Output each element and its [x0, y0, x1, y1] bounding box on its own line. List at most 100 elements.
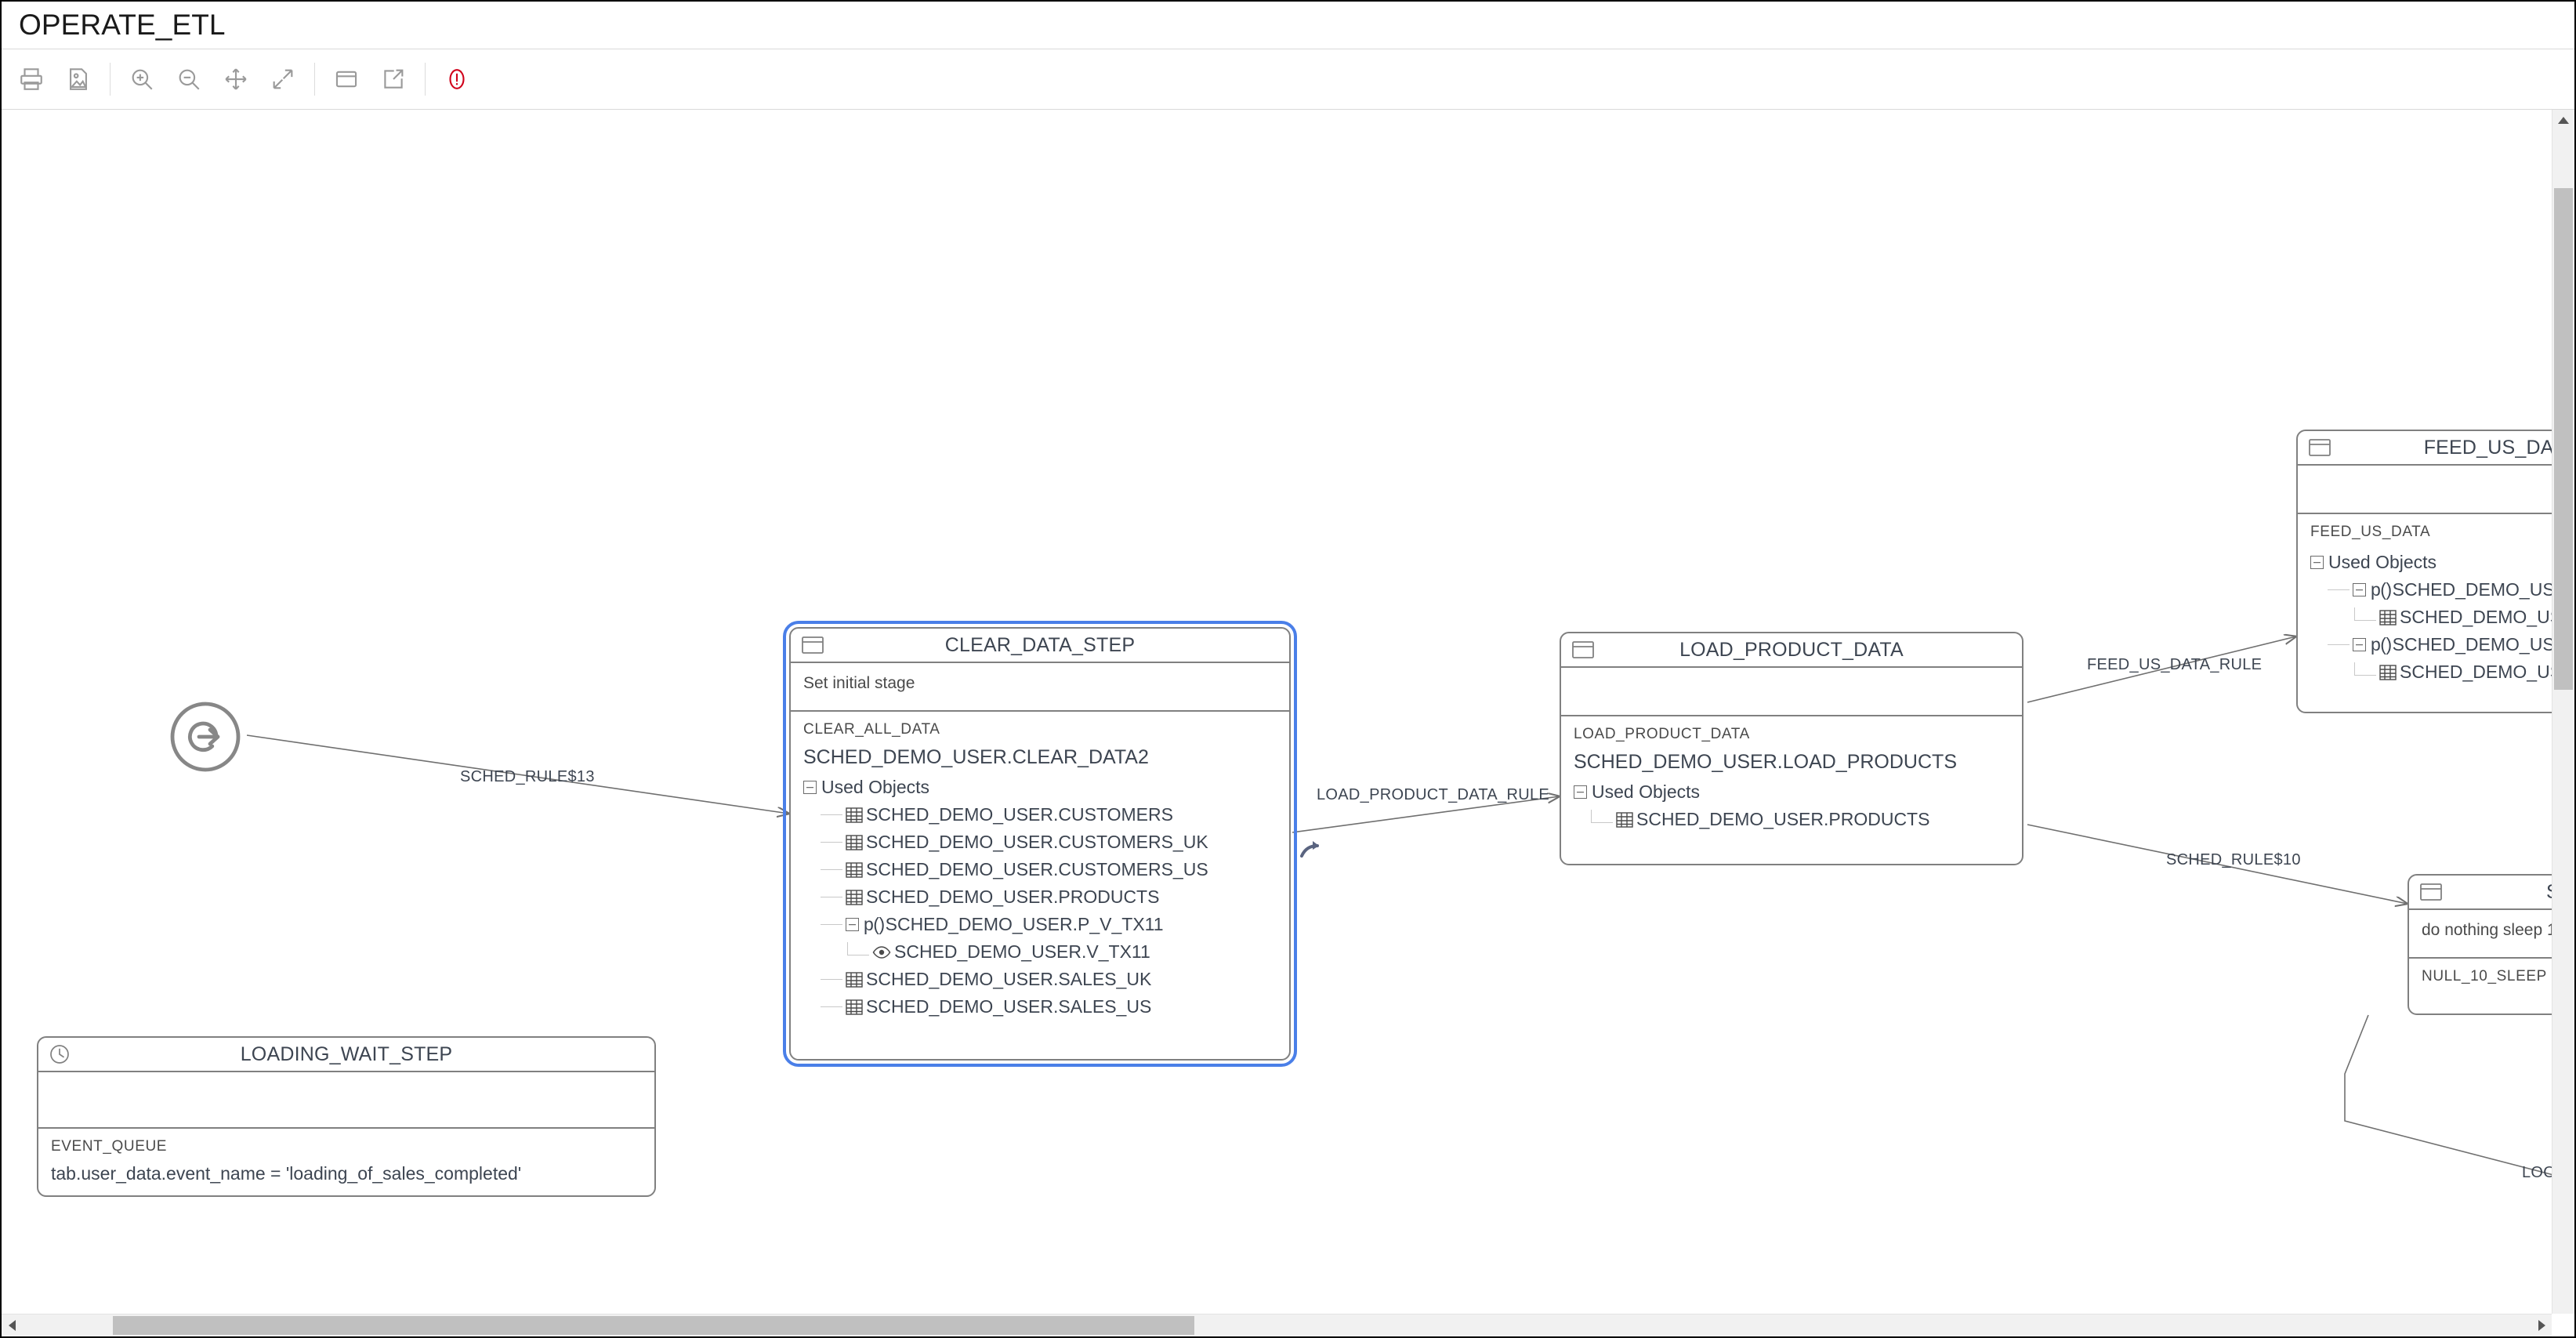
tree-connector [2328, 644, 2350, 646]
node-body: FEED_US_DATA Used Objects p() SCHED_DEMO… [2298, 514, 2552, 697]
tree-item[interactable]: SCHED_DEMO_USER.CUSTOMERS_US [2310, 604, 2552, 631]
step-window-icon [2309, 439, 2331, 456]
edge-label-sched-rule-13: SCHED_RULE$13 [460, 768, 595, 785]
used-objects-tree: Used Objects SCHED_DEM [803, 774, 1277, 1021]
error-icon[interactable] [433, 56, 480, 103]
node-clear-data-step[interactable]: CLEAR_DATA_STEP Set initial stage CLEAR_… [783, 621, 1297, 1067]
tree-item[interactable]: SCHED_DEMO_USER.PRODUCTS [1574, 806, 2009, 833]
connector-lines [246, 110, 2552, 1176]
node-title: FEED_US_DATA [2423, 436, 2552, 459]
node-title: LOAD_PRODUCT_DATA [1679, 638, 1904, 661]
table-icon [846, 807, 863, 823]
diagram-canvas[interactable]: CLEAR_DATA_STEP Set initial stage CLEAR_… [2, 110, 2552, 1314]
window-icon[interactable] [323, 56, 370, 103]
tree-item[interactable]: p() SCHED_DEMO_USER.P_V_TX11 [803, 911, 1277, 938]
node-description [38, 1072, 654, 1129]
tree-root-row[interactable]: Used Objects [2310, 549, 2552, 576]
tree-root-label: Used Objects [1592, 781, 1701, 802]
collapse-toggle-icon[interactable] [2310, 556, 2324, 569]
save-image-icon[interactable] [55, 56, 102, 103]
node-description [1561, 668, 2022, 716]
tree-item-label: SCHED_DEMO_USER.SALES_UK [866, 969, 1152, 989]
tree-connector [821, 841, 842, 843]
edge-label-feed-us-data-rule: FEED_US_DATA_RULE [2087, 656, 2263, 673]
zoom-out-icon[interactable] [165, 56, 212, 103]
tree-item-label: SCHED_DEMO_USER.CUSTOMERS_US [2400, 607, 2552, 627]
horizontal-scrollbar[interactable] [2, 1314, 2552, 1336]
tree-item[interactable]: SCHED_DEMO_USER.CUSTOMERS_US [803, 856, 1277, 883]
edge-label-loop: LOOP [2522, 1164, 2552, 1181]
collapse-toggle-icon[interactable] [2353, 638, 2366, 651]
clock-icon [49, 1044, 70, 1064]
scroll-right-arrow-icon[interactable] [2531, 1314, 2552, 1336]
tree-item[interactable]: SCHED_DEMO_USER.V_TX11 [803, 938, 1277, 966]
tree-connector [821, 978, 842, 981]
used-objects-tree: Used Objects p() SCHED_DEMO_USER.P_FEED_… [2310, 549, 2552, 686]
open-external-icon[interactable] [370, 56, 417, 103]
toolbar [2, 49, 2574, 110]
tree-item-label: SCHED_DEMO_USER.PRODUCTS [1636, 809, 1930, 829]
tree-item[interactable]: SCHED_DEMO_USER.PRODUCTS [803, 883, 1277, 911]
pan-icon[interactable] [212, 56, 259, 103]
tree-item[interactable]: p() SCHED_DEMO_USER.P_FEED_US [2310, 631, 2552, 658]
horizontal-scroll-thumb[interactable] [113, 1316, 1194, 1335]
collapse-toggle-icon[interactable] [1574, 785, 1587, 799]
start-node[interactable] [168, 699, 243, 778]
vertical-scroll-thumb[interactable] [2554, 188, 2573, 690]
node-title: CLEAR_DATA_STEP [944, 633, 1136, 656]
print-icon[interactable] [8, 56, 55, 103]
edge-label-load-product-data-rule: LOAD_PRODUCT_DATA_RULE [1317, 786, 1550, 803]
node-load-product-data[interactable]: LOAD_PRODUCT_DATA LOAD_PRODUCT_DATA SCHE… [1560, 632, 2023, 865]
tree-item[interactable]: p() SCHED_DEMO_USER.P_FEED_US [2310, 576, 2552, 604]
tree-item[interactable]: SCHED_DEMO_USER.SALES_UK [803, 966, 1277, 993]
node-body: EVENT_QUEUE tab.user_data.event_name = '… [38, 1129, 654, 1195]
node-title: STEP [2409, 881, 2552, 904]
tree-item-label: SCHED_DEMO_USER.SALES_US [2400, 662, 2552, 682]
tree-item[interactable]: SCHED_DEMO_USER.CUSTOMERS_UK [803, 829, 1277, 856]
diagram-layer: CLEAR_DATA_STEP Set initial stage CLEAR_… [2, 110, 2552, 1314]
tree-item-label: SCHED_DEMO_USER.CUSTOMERS_US [866, 859, 1208, 879]
collapse-toggle-icon[interactable] [846, 918, 859, 931]
zoom-in-icon[interactable] [118, 56, 165, 103]
node-description: Set initial stage [791, 663, 1289, 712]
scroll-up-arrow-icon[interactable] [2552, 110, 2574, 130]
tree-item[interactable]: SCHED_DEMO_USER.CUSTOMERS [803, 801, 1277, 829]
node-sleep-step[interactable]: STEP do nothing sleep 10 sec NULL_10_SLE… [2408, 874, 2552, 1015]
node-caption: EVENT_QUEUE [51, 1138, 168, 1155]
table-icon [1616, 811, 1633, 828]
tree-item-label: SCHED_DEMO_USER.CUSTOMERS_UK [866, 832, 1208, 852]
collapse-toggle-icon[interactable] [2353, 583, 2366, 596]
node-feed-us-data[interactable]: FEED_US_DATA FEED_US_DATA Used Objects [2296, 430, 2552, 713]
vertical-scrollbar[interactable] [2552, 110, 2574, 1314]
fit-screen-icon[interactable] [259, 56, 306, 103]
node-description: do nothing sleep 10 sec [2409, 910, 2552, 959]
procedure-icon: p() [2371, 634, 2392, 654]
node-caption: CLEAR_ALL_DATA [803, 721, 940, 738]
collapse-toggle-icon[interactable] [803, 781, 817, 794]
tree-root-row[interactable]: Used Objects [1574, 778, 2009, 806]
tree-connector [2354, 607, 2376, 621]
tree-connector [2354, 662, 2376, 676]
procedure-icon: p() [2371, 579, 2392, 600]
node-main-object: SCHED_DEMO_USER.LOAD_PRODUCTS [1574, 751, 1957, 773]
tree-root-label: Used Objects [821, 777, 930, 797]
procedure-icon: p() [864, 914, 885, 934]
node-title: LOADING_WAIT_STEP [240, 1042, 453, 1065]
node-body: LOAD_PRODUCT_DATA SCHED_DEMO_USER.LOAD_P… [1561, 716, 2022, 844]
page-title: OPERATE_ETL [19, 9, 226, 41]
tree-root-row[interactable]: Used Objects [803, 774, 1277, 801]
scrollbar-corner [2552, 1314, 2574, 1336]
tree-item[interactable]: SCHED_DEMO_USER.SALES_US [2310, 658, 2552, 686]
title-bar: OPERATE_ETL [2, 2, 2574, 49]
tree-root-label: Used Objects [2328, 552, 2437, 572]
tree-item[interactable]: SCHED_DEMO_USER.SALES_US [803, 993, 1277, 1021]
node-description [2298, 466, 2552, 514]
tree-item-label: SCHED_DEMO_USER.SALES_US [866, 996, 1152, 1017]
node-loading-wait-step[interactable]: LOADING_WAIT_STEP EVENT_QUEUE tab.user_d… [37, 1036, 656, 1197]
canvas-area: CLEAR_DATA_STEP Set initial stage CLEAR_… [2, 110, 2574, 1314]
tree-connector [821, 814, 842, 816]
node-header: LOADING_WAIT_STEP [38, 1038, 654, 1072]
tree-item-label: SCHED_DEMO_USER.CUSTOMERS [866, 804, 1173, 825]
node-body: NULL_10_SLEEP [2409, 959, 2552, 1004]
scroll-left-arrow-icon[interactable] [2, 1314, 22, 1336]
